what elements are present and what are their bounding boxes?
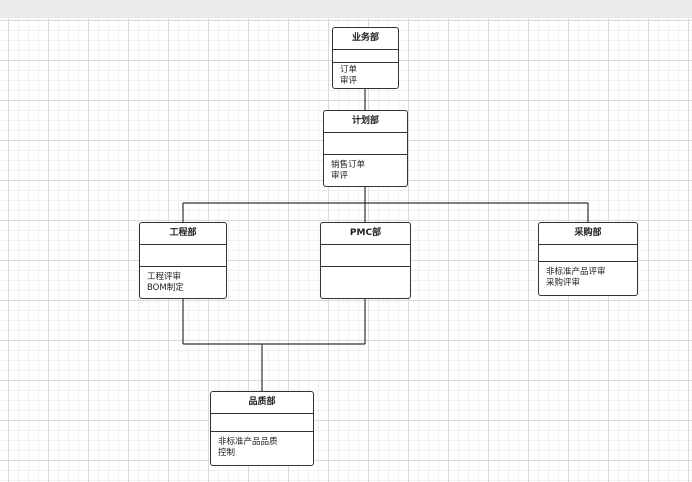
dept-operations-pmc (321, 267, 410, 272)
dept-operation: 非标准产品评审 (546, 267, 606, 277)
dept-box-planning[interactable]: 计划部 销售订单 审评 (323, 110, 408, 187)
dept-attributes-purchasing (539, 245, 637, 262)
dept-attributes-business (333, 50, 398, 63)
dept-operations-purchasing: 非标准产品评审 采购评审 (539, 262, 637, 289)
dept-operations-planning: 销售订单 审评 (324, 155, 407, 182)
dept-operation: 非标准产品品质 (218, 437, 278, 447)
dept-operations-engineering: 工程评审 BOM制定 (140, 267, 226, 294)
dept-operations-quality: 非标准产品品质 控制 (211, 432, 313, 459)
dept-operations-business: 订单 审评 (333, 63, 398, 87)
dept-operation: 控制 (218, 448, 236, 458)
dept-attributes-quality (211, 414, 313, 432)
dept-operation: 审评 (331, 171, 349, 181)
dept-operation: 销售订单 (331, 160, 366, 170)
dept-operation: 审评 (340, 76, 358, 86)
dept-operation: 采购评审 (546, 278, 581, 288)
dept-attributes-planning (324, 133, 407, 155)
dept-title-business: 业务部 (333, 28, 398, 50)
dept-operation: 工程评审 (147, 272, 182, 282)
dept-title-quality: 品质部 (211, 392, 313, 414)
dept-title-purchasing: 采购部 (539, 223, 637, 245)
dept-operation: 订单 (340, 65, 358, 75)
dept-attributes-engineering (140, 245, 226, 267)
dept-box-purchasing[interactable]: 采购部 非标准产品评审 采购评审 (538, 222, 638, 296)
dept-attributes-pmc (321, 245, 410, 267)
dept-box-engineering[interactable]: 工程部 工程评审 BOM制定 (139, 222, 227, 299)
editor-toolbar-strip (0, 0, 692, 18)
dept-title-engineering: 工程部 (140, 223, 226, 245)
dept-title-planning: 计划部 (324, 111, 407, 133)
dept-box-quality[interactable]: 品质部 非标准产品品质 控制 (210, 391, 314, 466)
dept-operation: BOM制定 (147, 283, 184, 293)
dept-box-business[interactable]: 业务部 订单 审评 (332, 27, 399, 89)
dept-box-pmc[interactable]: PMC部 (320, 222, 411, 299)
dept-title-pmc: PMC部 (321, 223, 410, 245)
